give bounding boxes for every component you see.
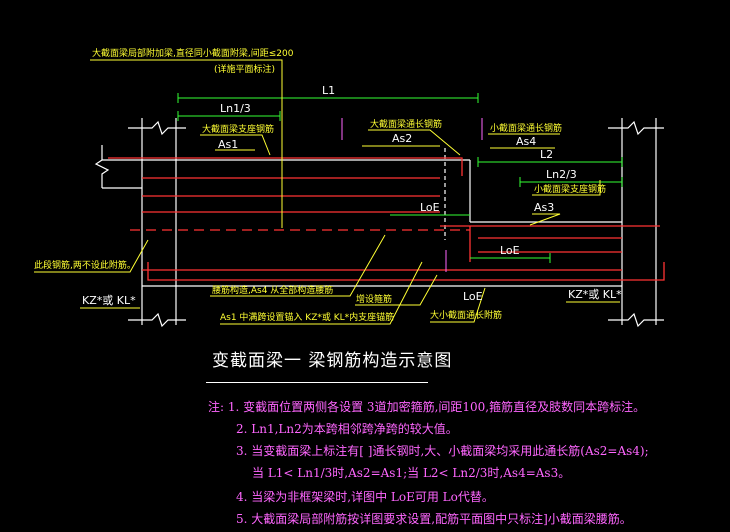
left-column — [94, 118, 186, 328]
rebars — [108, 157, 665, 281]
label-As1: As1 — [218, 138, 238, 151]
label-big-through-bar: 大截面梁通长钢筋 — [370, 118, 442, 130]
label-As4: As4 — [516, 135, 536, 148]
label-Ln1-3: Ln1/3 — [220, 102, 251, 115]
label-waist-bar-note: 腰筋构造,As4 从全部构造腰筋 — [212, 284, 333, 296]
note-1: 注: 1. 变截面位置两侧各设置 3道加密箍筋,间距100,箍筋直径及肢数同本跨… — [208, 400, 646, 414]
label-as1-note: As1 中满跨设置锚入 KZ*或 KL*内支座锚筋 — [220, 311, 394, 323]
top-note-1: 大截面梁局部附加梁,直径同小截面附梁,间距≤200 — [92, 47, 294, 59]
label-L2: L2 — [540, 148, 553, 161]
dimension-lines — [177, 93, 623, 263]
beam-diagram: 大截面梁局部附加梁,直径同小截面附梁,间距≤200 (详施平面标注) L1 Ln… — [34, 47, 665, 328]
label-small-support-bar: 小截面梁支座钢筋 — [534, 183, 606, 195]
label-kz-kl-left: KZ*或 KL* — [82, 294, 136, 307]
top-note-2: (详施平面标注) — [214, 63, 275, 75]
label-LoE-3: LoE — [463, 290, 483, 303]
label-left-anchor-note: 此段钢筋,两不设此附筋。 — [34, 259, 136, 271]
label-LoE-2: LoE — [500, 244, 520, 257]
leader-lines-magenta — [341, 118, 483, 272]
label-Ln2-3: Ln2/3 — [546, 168, 577, 181]
label-L1: L1 — [322, 84, 335, 97]
note-3-cont: 当 L1< Ln1/3时,As2=As1;当 L2< Ln2/3时,As4=As… — [252, 466, 571, 480]
label-As3: As3 — [534, 201, 554, 214]
label-LoE-1: LoE — [420, 201, 440, 214]
diagram-labels: 大截面梁局部附加梁,直径同小截面附梁,间距≤200 (详施平面标注) L1 Ln… — [34, 47, 622, 323]
note-3: 3. 当变截面梁上标注有[ ]通长钢时,大、小截面梁均采用此通长筋(As2=As… — [236, 444, 649, 458]
note-2: 2. Ln1,Ln2为本跨相邻跨净跨的较大值。 — [236, 422, 458, 436]
note-5: 5. 大截面梁局部附筋按详图要求设置,配筋平面图中只标注]小截面梁腰筋。 — [236, 512, 632, 526]
leader-lines — [34, 59, 620, 325]
title-underline — [206, 382, 428, 383]
label-small-bottom-bar: 大小截面通长附筋 — [430, 309, 502, 321]
note-4: 4. 当梁为非框架梁时,详图中 LoE可用 Lo代替。 — [236, 490, 494, 504]
label-kz-kl-right: KZ*或 KL* — [568, 288, 622, 301]
diagram-title: 变截面梁一 梁钢筋构造示意图 — [212, 351, 453, 371]
beam-outline — [142, 148, 622, 287]
label-added-stirrup: 增设箍筋 — [356, 293, 392, 305]
label-As2: As2 — [392, 132, 412, 145]
label-big-support-bar: 大截面梁支座钢筋 — [202, 123, 274, 135]
label-small-through-bar: 小截面梁通长钢筋 — [490, 122, 562, 134]
